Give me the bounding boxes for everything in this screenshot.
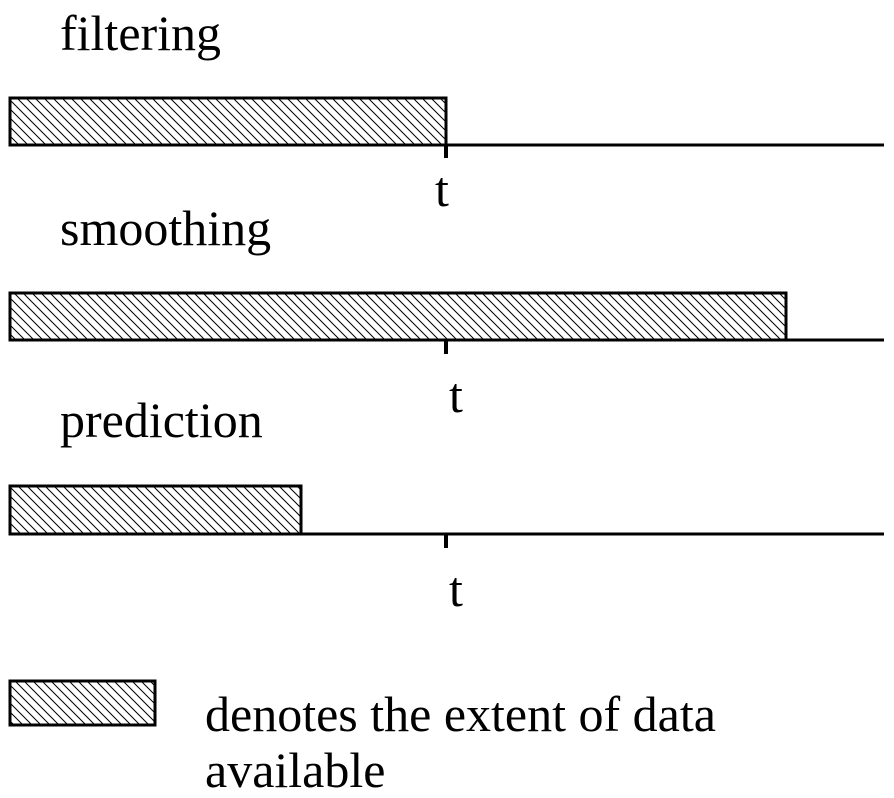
smoothing-data-bar: [8, 291, 788, 342]
legend-text-line2: available: [205, 742, 385, 798]
filtering-data-bar: [8, 96, 448, 147]
smoothing-label: smoothing: [60, 200, 271, 256]
filtering-panel: filtering t: [8, 5, 884, 217]
filtering-tick-label: t: [435, 161, 449, 217]
prediction-label: prediction: [60, 392, 263, 448]
smoothing-panel: smoothing t: [8, 200, 884, 423]
legend-hatch-swatch: [8, 679, 157, 727]
smoothing-tick-label: t: [449, 367, 463, 423]
legend: denotes the extent of data available: [8, 679, 716, 798]
prediction-tick-label: t: [449, 561, 463, 617]
prediction-data-bar: [8, 484, 303, 536]
prediction-panel: prediction t: [8, 392, 884, 617]
filtering-label: filtering: [60, 5, 221, 61]
legend-text-line1: denotes the extent of data: [205, 686, 716, 742]
